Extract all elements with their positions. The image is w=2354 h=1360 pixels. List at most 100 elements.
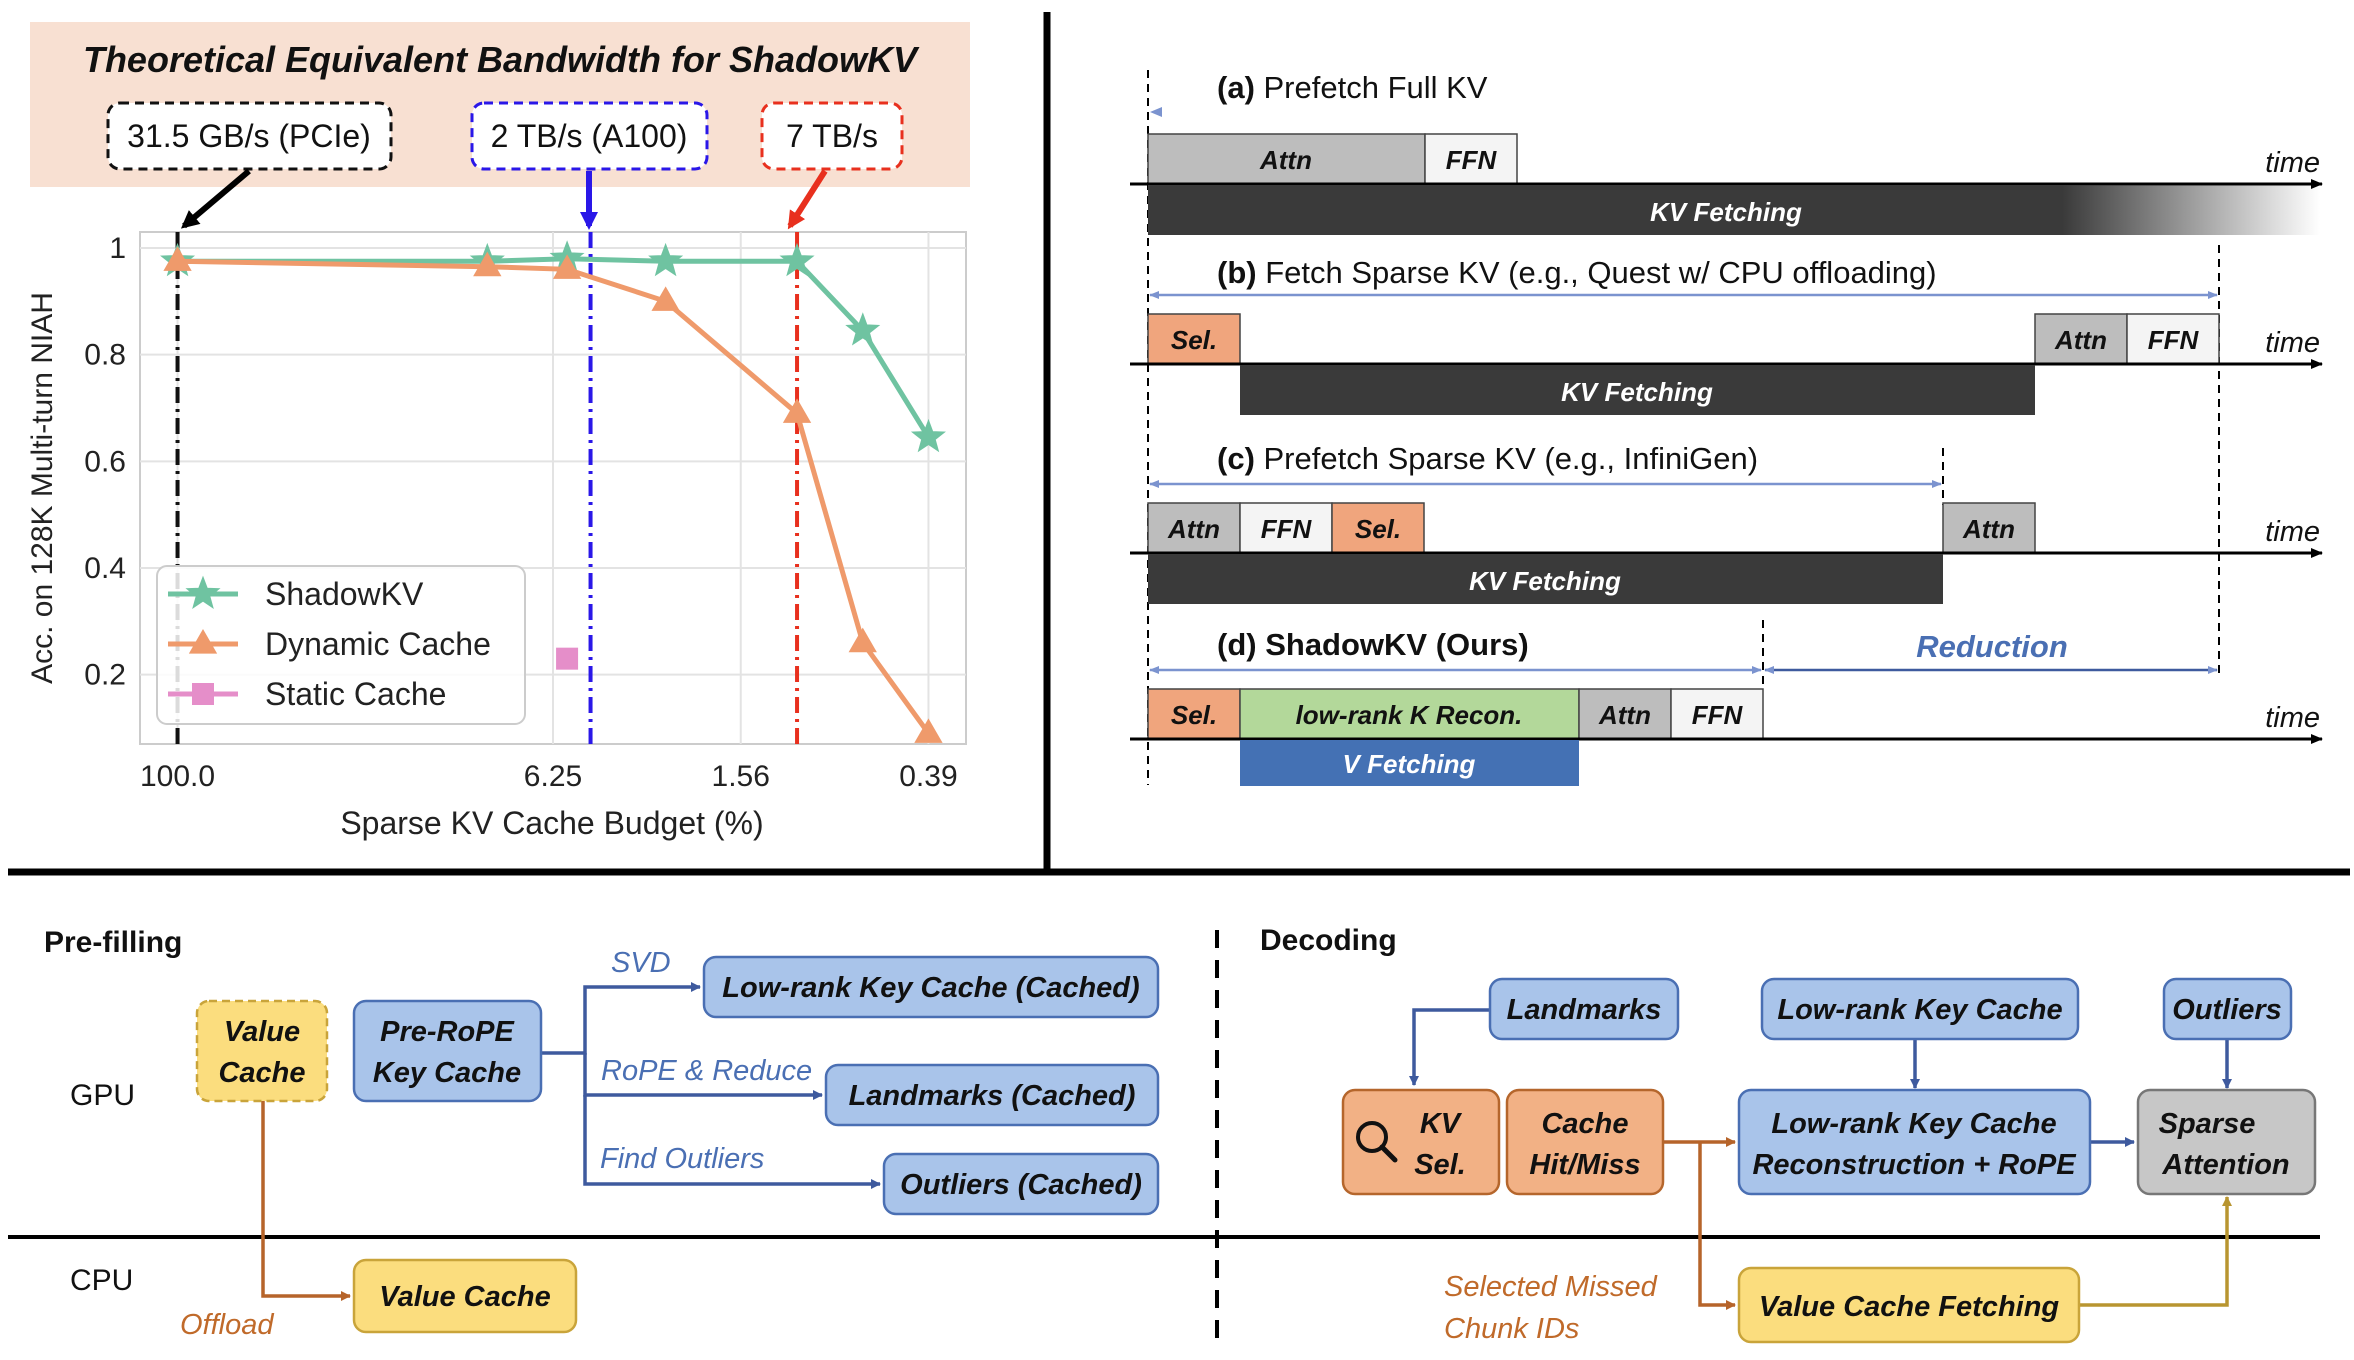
- y-tick-label: 0.2: [84, 659, 126, 692]
- a100-bandwidth-label: 2 TB/s (A100): [491, 118, 688, 154]
- pre-rope-label-1: Pre-RoPE: [380, 1016, 515, 1048]
- y-tick-labels: 0.20.40.60.81: [84, 232, 126, 692]
- series-marker: [779, 242, 815, 277]
- fetching-to-attn-arrow: [2079, 1196, 2232, 1307]
- x-tick-label: 1.56: [712, 760, 770, 793]
- svd-label: SVD: [611, 947, 671, 979]
- landmarks-label: Landmarks: [1507, 994, 1662, 1026]
- value-cache-gpu-label-2: Cache: [218, 1057, 305, 1089]
- row-c-title: (c) Prefetch Sparse KV (e.g., InfiniGen): [1217, 441, 1758, 476]
- cpu-label: CPU: [70, 1264, 133, 1297]
- lowrank-key-cache-cached-label: Low-rank Key Cache (Cached): [722, 972, 1139, 1004]
- row-d-recon-block: [1239, 688, 1580, 740]
- rope-reduce-label: RoPE & Reduce: [601, 1055, 812, 1087]
- row-d-time-label: time: [2265, 702, 2320, 734]
- row-a-ffn-label: FFN: [1446, 145, 1498, 175]
- value-cache-fetching-box: [1737, 1266, 2081, 1344]
- row-b-time-label: time: [2265, 327, 2320, 359]
- legend-label: Dynamic Cache: [265, 626, 491, 662]
- series-marker: [648, 242, 684, 277]
- outliers-cached-box: [882, 1152, 1160, 1216]
- y-tick-label: 1: [109, 232, 126, 265]
- row-c-sel-label: Sel.: [1355, 514, 1401, 544]
- landmarks-cached-label: Landmarks (Cached): [849, 1080, 1136, 1112]
- gpu-label: GPU: [70, 1079, 135, 1112]
- series-layer: [160, 240, 946, 743]
- series-marker: [163, 246, 192, 271]
- lowrank-key-cache-box: [1760, 977, 2080, 1041]
- row-d-sel-label: Sel.: [1171, 700, 1217, 730]
- prefill-title: Pre-filling: [44, 926, 182, 959]
- series-marker: [552, 254, 582, 279]
- series-marker: [782, 398, 812, 423]
- value-cache-fetching-label: Value Cache Fetching: [1759, 1291, 2060, 1323]
- series-marker: [910, 418, 946, 453]
- chart-gridlines: [140, 232, 966, 744]
- outliers-cached-label: Outliers (Cached): [900, 1169, 1142, 1201]
- row-a-span-arrowhead: [1150, 107, 1162, 117]
- x-tick-label: 6.25: [524, 760, 582, 793]
- seven-tbs-bandwidth-label: 7 TB/s: [786, 118, 878, 154]
- pcie-bandwidth-label: 31.5 GB/s (PCIe): [127, 118, 371, 154]
- find-outliers-label: Find Outliers: [600, 1143, 764, 1175]
- timeline-diagram: (a) Prefetch Full KV Attn FFN time KV Fe…: [1130, 70, 2323, 786]
- row-c-attn-label: Attn: [1167, 514, 1220, 544]
- offload-arrow: [261, 1101, 351, 1301]
- legend-label: Static Cache: [265, 676, 446, 712]
- row-a-time-label: time: [2265, 147, 2320, 179]
- value-cache-cpu-label: Value Cache: [379, 1281, 550, 1313]
- row-a-attn-block: [1147, 133, 1426, 185]
- row-b-sel-label: Sel.: [1171, 325, 1217, 355]
- a100-bandwidth-box: [470, 101, 709, 171]
- row-b-title: (b) Fetch Sparse KV (e.g., Quest w/ CPU …: [1217, 255, 1937, 290]
- pcie-bandwidth-box: [106, 101, 393, 171]
- row-b-ffn-block: [2126, 313, 2220, 365]
- lowrank-key-cache-cached-box: [702, 955, 1160, 1019]
- y-tick-label: 0.8: [84, 339, 126, 372]
- value-cache-gpu-label-1: Value: [224, 1016, 300, 1048]
- selected-missed-label-1: Selected Missed: [1444, 1271, 1658, 1303]
- series-marker: [556, 647, 579, 670]
- hitmiss-to-fetching-arrow: [1698, 1142, 1736, 1310]
- row-b-sel-block: [1147, 313, 1241, 365]
- row-d-sel-block: [1147, 688, 1241, 740]
- x-axis-label: Sparse KV Cache Budget (%): [340, 805, 763, 841]
- seven-tbs-bandwidth-box: [760, 101, 904, 171]
- value-cache-cpu-box: [352, 1258, 578, 1334]
- row-c-kv-fetching-block: [1148, 554, 1943, 604]
- search-icon: [1356, 1121, 1398, 1163]
- find-outliers-arrow: [583, 1095, 881, 1189]
- row-d-ffn-label: FFN: [1692, 700, 1744, 730]
- kv-sel-label-2: Sel.: [1414, 1149, 1466, 1181]
- seven-tbs-pointer-arrow: [787, 169, 828, 230]
- y-axis-label: Acc. on 128K Multi-turn NIAH: [26, 292, 59, 684]
- row-b-ffn-label: FFN: [2148, 325, 2200, 355]
- row-b-attn-block: [2034, 313, 2128, 365]
- row-c-ffn-label: FFN: [1261, 514, 1313, 544]
- lowrank-reconstruction-label-1: Low-rank Key Cache: [1771, 1108, 2056, 1140]
- row-a-ffn-block: [1424, 133, 1518, 185]
- row-d-ffn-block: [1670, 688, 1764, 740]
- chart-title: Theoretical Equivalent Bandwidth for Sha…: [83, 39, 920, 80]
- row-c-time-label: time: [2265, 516, 2320, 548]
- series-marker: [845, 312, 881, 346]
- row-c-sel-block: [1331, 502, 1425, 554]
- landmarks-cached-box: [824, 1063, 1160, 1127]
- sparse-attention-label-1: Sparse: [2159, 1108, 2256, 1140]
- row-d-title: (d) ShadowKV (Ours): [1217, 627, 1529, 662]
- legend-label: ShadowKV: [265, 576, 424, 612]
- y-tick-label: 0.4: [84, 552, 126, 585]
- row-d-recon-label: low-rank K Recon.: [1296, 700, 1523, 730]
- series-marker: [651, 286, 680, 311]
- shadowkv-pipeline: Pre-filling Decoding GPU CPU SVD RoPE & …: [8, 924, 2320, 1348]
- outliers-box: [2162, 977, 2293, 1041]
- row-c-attn2-label: Attn: [1962, 514, 2015, 544]
- cache-hit-miss-label-1: Cache: [1541, 1108, 1628, 1140]
- row-a-attn-label: Attn: [1259, 145, 1312, 175]
- row-c-attn2-block: [1942, 502, 2036, 554]
- outliers-label: Outliers: [2172, 994, 2282, 1026]
- lowrank-key-cache-label: Low-rank Key Cache: [1777, 994, 2062, 1026]
- row-c-kv-fetching-label: KV Fetching: [1469, 566, 1621, 596]
